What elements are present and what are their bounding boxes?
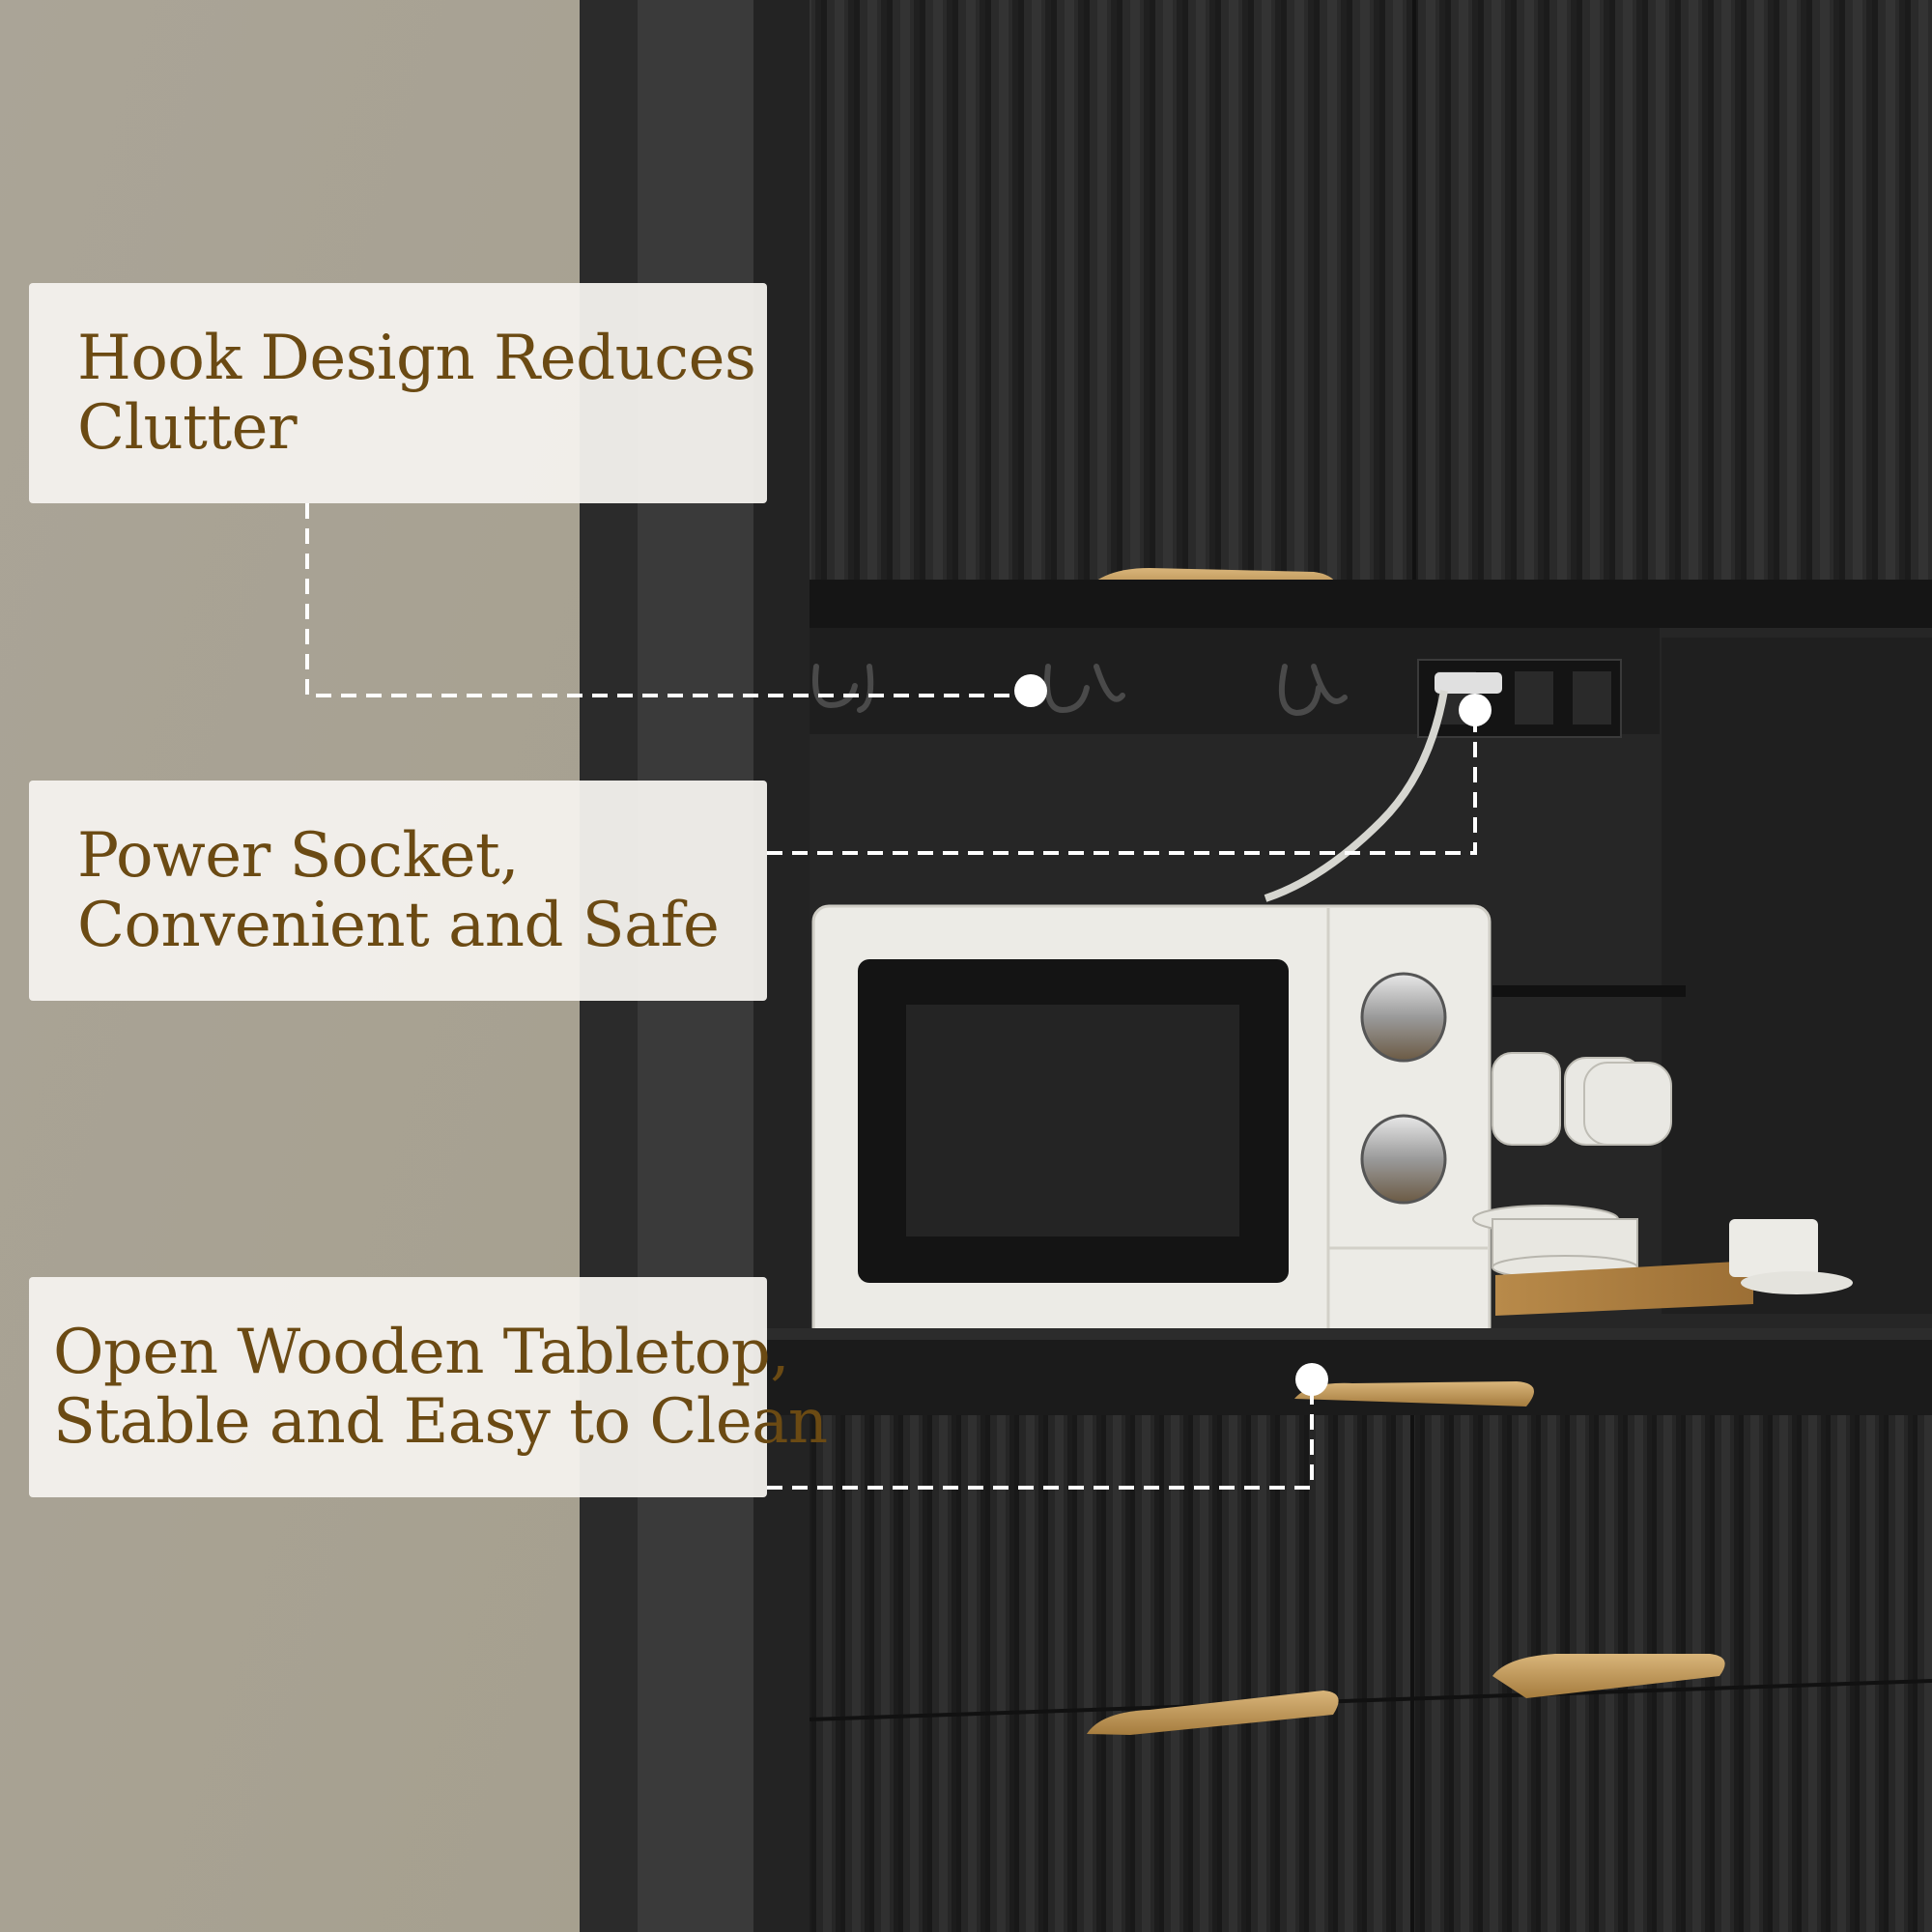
- callout-hooks-line-2: Clutter: [77, 392, 298, 464]
- microwave-knob-icon: [1360, 1114, 1447, 1205]
- lower-cabinet-doors: [810, 1415, 1932, 1932]
- plates-stack-icon: [1472, 1205, 1638, 1280]
- mug-rack: [1492, 985, 1686, 997]
- hook-marker-dot: [1014, 674, 1047, 707]
- callout-socket-line-1: Power Socket,: [77, 820, 520, 892]
- power-cord: [1264, 690, 1448, 902]
- upper-door-right: [1416, 0, 1932, 613]
- callout-connectors: [305, 503, 1477, 1490]
- microwave-inner-window: [906, 1005, 1239, 1236]
- tabletop-edge: [763, 1328, 1932, 1340]
- coffee-cup-icon: [1729, 1219, 1818, 1277]
- callout-hooks-line-1: Hook Design Reduces: [77, 323, 756, 394]
- upper-door-gap: [1412, 0, 1416, 609]
- shelf-inner-side-wall: [1662, 638, 1932, 1314]
- shelf-underside: [810, 580, 1932, 628]
- connector-tabletop: [767, 1379, 1314, 1490]
- wooden-tray: [1495, 1261, 1753, 1316]
- callout-socket-line-2: Convenient and Safe: [77, 890, 720, 961]
- tabletop-gold-handle: [1294, 1381, 1534, 1406]
- lower-left-gold-handle: [1087, 1690, 1339, 1735]
- connector-socket: [767, 710, 1477, 855]
- mug-icons: [1492, 1052, 1672, 1146]
- lower-right-gold-handle: [1492, 1654, 1725, 1698]
- hook-icons: [812, 664, 1348, 717]
- microwave-knob-icon: [1360, 972, 1447, 1063]
- upper-door-left: [810, 0, 1412, 580]
- socket-outlet-3: [1573, 671, 1611, 724]
- saucer-icon: [1741, 1271, 1853, 1294]
- wooden-tabletop: [763, 1338, 1932, 1415]
- drawer-seam: [809, 1679, 1932, 1721]
- callout-hooks: Hook Design Reduces Clutter: [29, 283, 767, 503]
- callout-tabletop-line-2: Stable and Easy to Clean: [53, 1386, 828, 1458]
- callout-socket: Power Socket, Convenient and Safe: [29, 781, 767, 1001]
- socket-outlet-2: [1515, 671, 1553, 724]
- power-plug: [1435, 672, 1502, 694]
- callout-tabletop-line-1: Open Wooden Tabletop,: [53, 1317, 790, 1388]
- connector-hooks: [305, 503, 1031, 697]
- tabletop-marker-dot: [1295, 1363, 1328, 1396]
- socket-marker-dot: [1459, 694, 1492, 726]
- callout-tabletop: Open Wooden Tabletop, Stable and Easy to…: [29, 1277, 828, 1497]
